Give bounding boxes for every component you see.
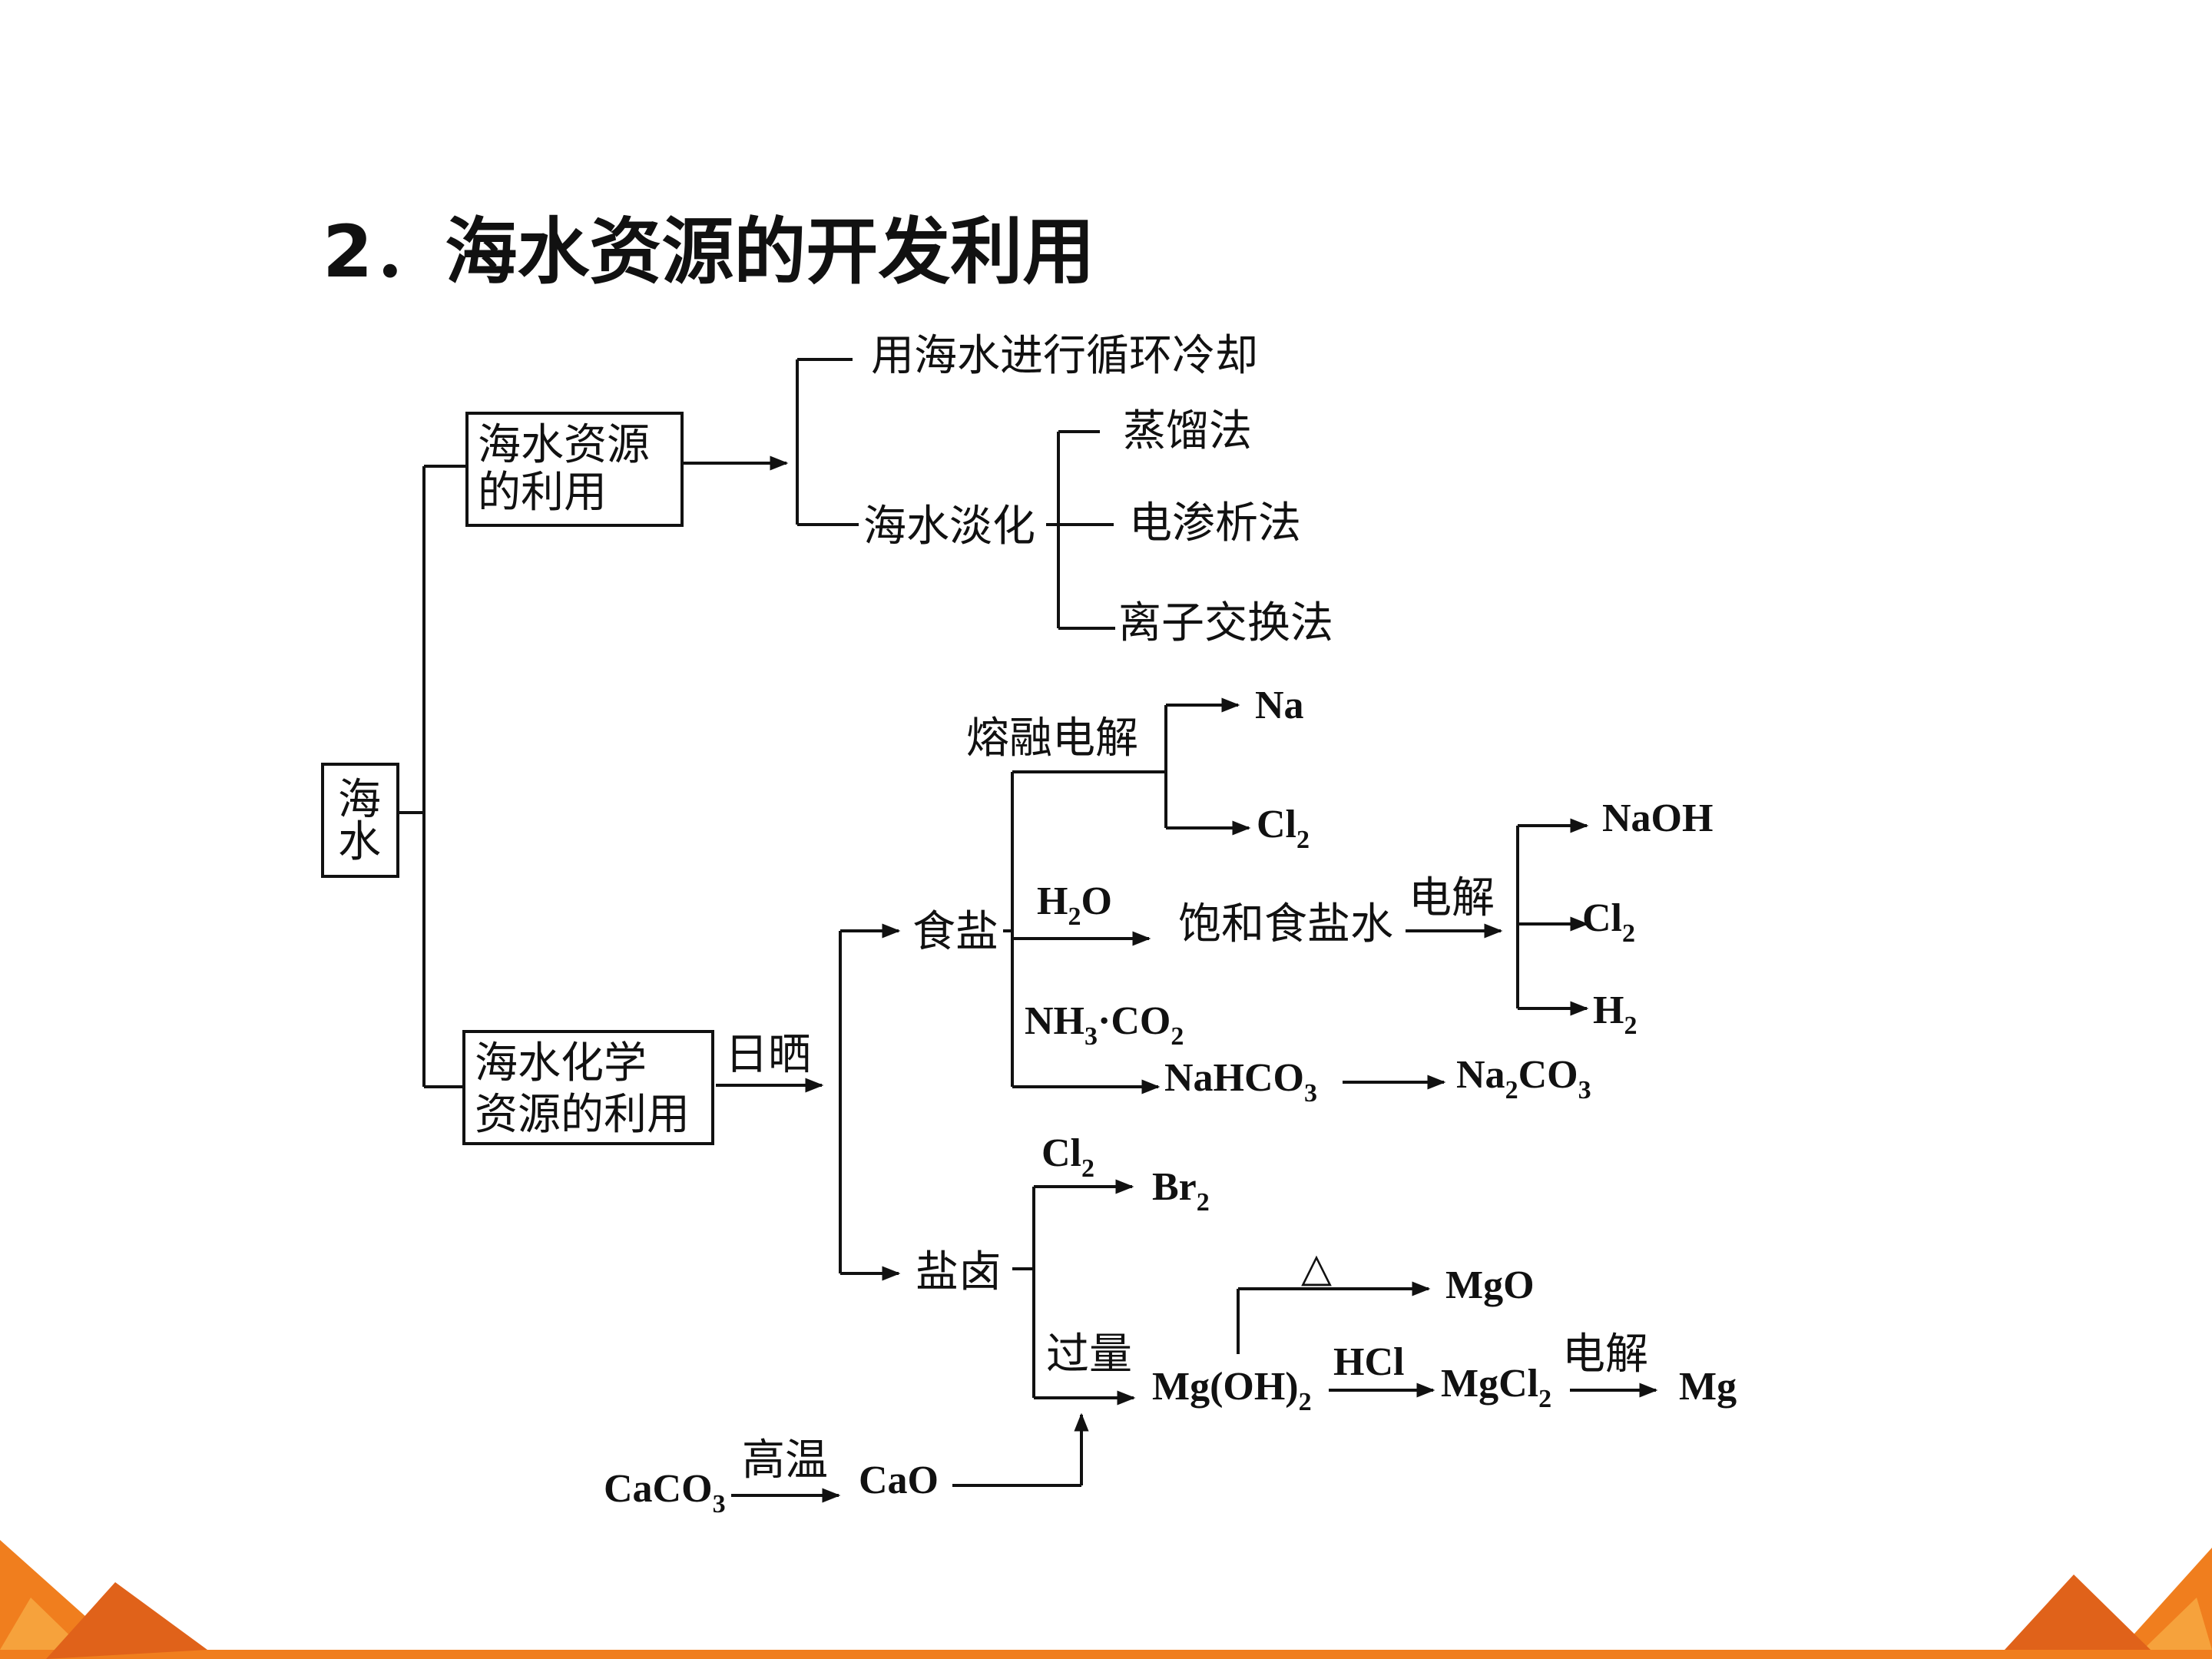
- connector-lines: [398, 358, 1658, 1503]
- species-cl2-molten: Cl2: [1257, 803, 1310, 854]
- box-root-char2: 水: [338, 817, 381, 867]
- label-distillation: 蒸馏法: [1123, 406, 1252, 456]
- species-hcl: HCl: [1333, 1340, 1404, 1384]
- label-electrodialysis: 电渗析法: [1129, 498, 1301, 548]
- box-resource-use-line1: 海水资源: [478, 420, 650, 470]
- species-caco3: CaCO3: [604, 1467, 726, 1518]
- box-root: 海 水: [321, 763, 399, 878]
- label-brine: 盐卤: [916, 1247, 1002, 1297]
- label-high-temp: 高温: [742, 1435, 828, 1485]
- label-heat: △: [1301, 1247, 1332, 1290]
- species-h2o: H2O: [1037, 879, 1112, 931]
- footer-decoration: [0, 1540, 2212, 1659]
- label-excess: 过量: [1046, 1330, 1132, 1379]
- box-resource-use-line2: 的利用: [478, 468, 607, 518]
- species-mg: Mg: [1679, 1365, 1737, 1409]
- label-molten-electrolysis: 熔融电解: [966, 714, 1138, 763]
- species-nh3-co2: NH3·CO2: [1025, 999, 1184, 1051]
- label-saturated-brine: 饱和食盐水: [1178, 899, 1393, 949]
- species-br2: Br2: [1152, 1165, 1210, 1217]
- species-cl2-oxidant: Cl2: [1041, 1131, 1094, 1183]
- box-root-char1: 海: [338, 775, 381, 825]
- label-sun-drying: 日晒: [725, 1030, 811, 1080]
- box-resource-use: 海水资源 的利用: [465, 412, 684, 527]
- label-electrolysis-1: 电解: [1409, 873, 1495, 923]
- label-ion-exchange: 离子交换法: [1118, 598, 1333, 648]
- species-na2co3: Na2CO3: [1456, 1053, 1591, 1104]
- label-desalination: 海水淡化: [863, 502, 1035, 551]
- box-chemical-use-line2: 资源的利用: [475, 1090, 690, 1140]
- box-chemical-use-line1: 海水化学: [475, 1038, 647, 1088]
- species-mgo: MgO: [1445, 1263, 1535, 1307]
- species-mgcl2: MgCl2: [1441, 1362, 1551, 1413]
- label-electrolysis-2: 电解: [1562, 1330, 1648, 1379]
- label-cooling: 用海水进行循环冷却: [871, 331, 1258, 381]
- box-chemical-use: 海水化学 资源的利用: [462, 1030, 714, 1145]
- species-naoh: NaOH: [1602, 796, 1713, 840]
- species-mgoh2: Mg(OH)2: [1152, 1365, 1312, 1416]
- species-cao: CaO: [859, 1459, 939, 1502]
- page-title: 2．海水资源的开发利用: [323, 210, 1094, 294]
- species-na: Na: [1255, 684, 1304, 727]
- species-cl2-brine: Cl2: [1582, 896, 1635, 948]
- label-food-salt: 食盐: [912, 907, 998, 957]
- species-nahco3: NaHCO3: [1164, 1056, 1317, 1108]
- species-h2: H2: [1593, 988, 1637, 1040]
